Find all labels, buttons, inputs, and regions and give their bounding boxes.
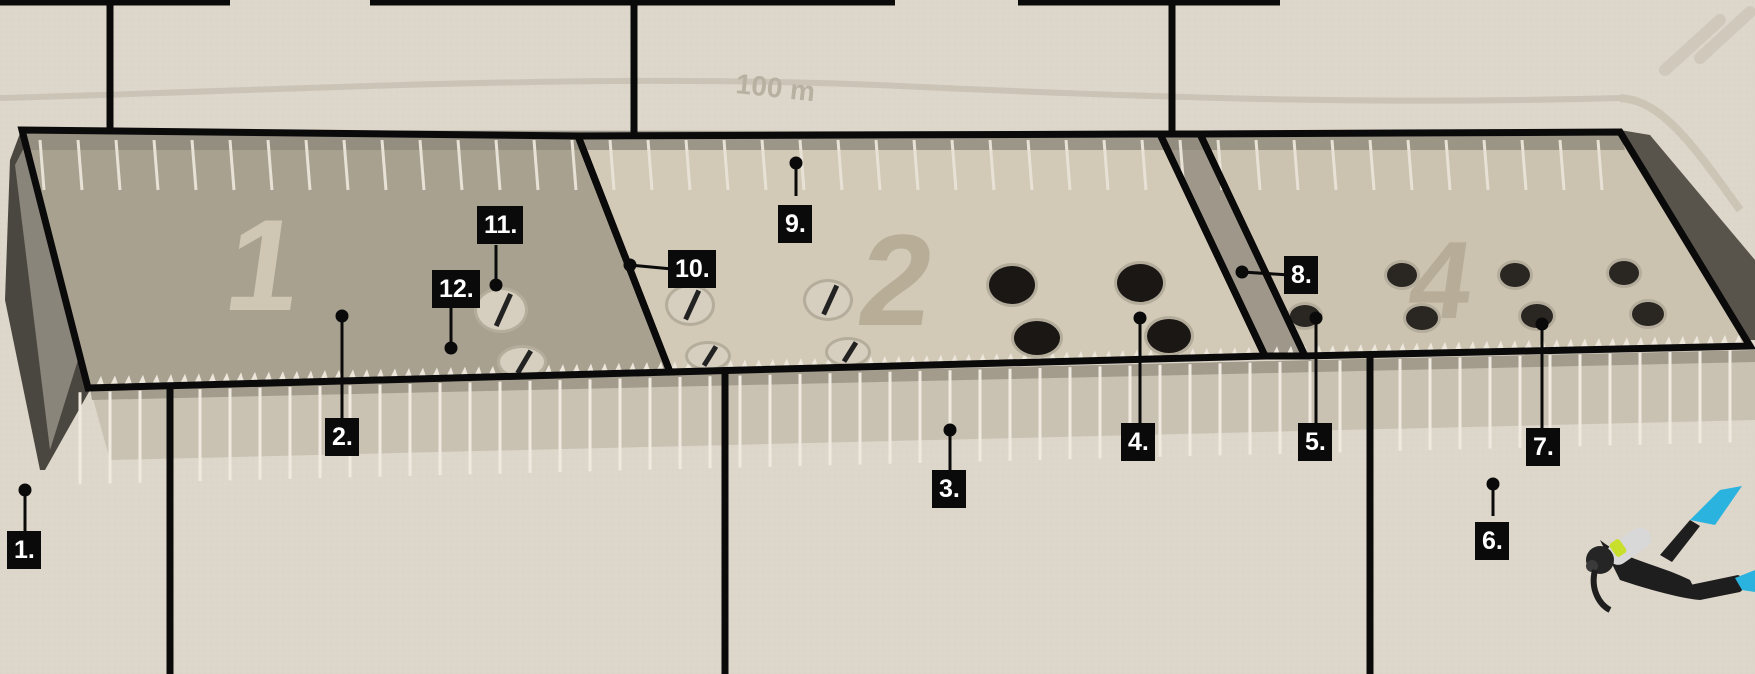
- floor-hole: [825, 337, 871, 367]
- floor-hole: [803, 279, 853, 321]
- floor-hole: [1403, 303, 1441, 333]
- floor-hole: [1011, 318, 1063, 358]
- callout-2: 2.: [325, 418, 359, 456]
- floor-hole: [665, 284, 715, 326]
- callout-11: 11.: [477, 206, 523, 244]
- floor-hole: [474, 287, 528, 333]
- floor-hole: [1606, 258, 1642, 288]
- floor-hole: [986, 263, 1038, 307]
- callout-12: 12.: [432, 270, 480, 308]
- callout-4: 4.: [1121, 423, 1155, 461]
- callout-3: 3.: [932, 470, 966, 508]
- floor-hole: [1497, 260, 1533, 290]
- floor-hole: [685, 341, 731, 371]
- floor-hole: [1629, 299, 1667, 329]
- floor-hole: [1114, 261, 1166, 305]
- callout-6: 6.: [1475, 522, 1509, 560]
- floor-hole: [1384, 260, 1420, 290]
- callout-5: 5.: [1298, 423, 1332, 461]
- callout-8: 8.: [1284, 256, 1318, 294]
- callout-7: 7.: [1526, 428, 1560, 466]
- callout-9: 9.: [778, 205, 812, 243]
- callout-1: 1.: [7, 531, 41, 569]
- floor-hole: [1144, 316, 1194, 356]
- callout-10: 10.: [668, 250, 716, 288]
